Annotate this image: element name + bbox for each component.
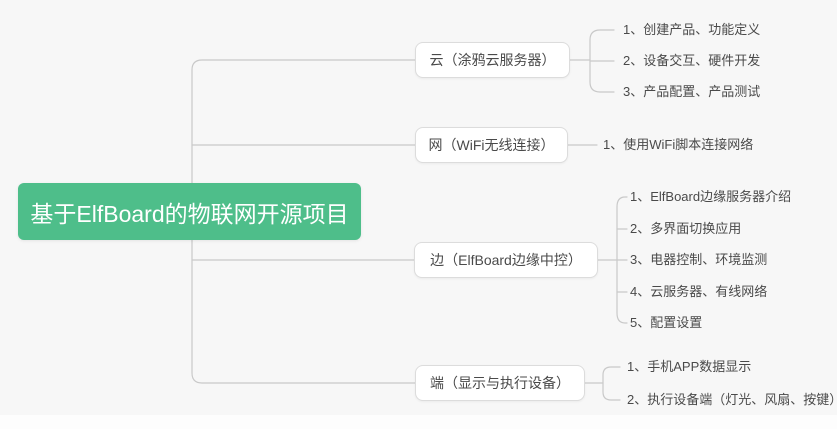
leaf-item-edge-4[interactable]: 4、云服务器、有线网络 [630, 284, 768, 299]
leaf-item-edge-1[interactable]: 1、ElfBoard边缘服务器介绍 [630, 189, 792, 204]
leaf-item-edge-2[interactable]: 2、多界面切换应用 [630, 221, 742, 236]
leaf-item-terminal-2[interactable]: 2、执行设备端（灯光、风扇、按键） [627, 392, 837, 407]
leaf-item-cloud-2[interactable]: 2、设备交互、硬件开发 [623, 53, 761, 68]
leaf-item-cloud-3[interactable]: 3、产品配置、产品测试 [623, 84, 761, 99]
leaf-item-cloud-1[interactable]: 1、创建产品、功能定义 [623, 22, 761, 37]
branch-node-terminal[interactable]: 端（显示与执行设备） [415, 365, 585, 401]
branch-node-edge[interactable]: 边（ElfBoard边缘中控） [414, 242, 598, 278]
leaf-item-edge-5[interactable]: 5、配置设置 [630, 315, 703, 330]
branch-node-network[interactable]: 网（WiFi无线连接） [415, 127, 568, 163]
bottom-edge-strip [0, 415, 837, 429]
leaf-item-network-1[interactable]: 1、使用WiFi脚本连接网络 [603, 137, 754, 152]
branch-node-cloud[interactable]: 云（涂鸦云服务器） [415, 42, 570, 78]
leaf-item-edge-3[interactable]: 3、电器控制、环境监测 [630, 252, 768, 267]
mindmap-root-node[interactable]: 基于ElfBoard的物联网开源项目 [18, 183, 361, 240]
leaf-item-terminal-1[interactable]: 1、手机APP数据显示 [627, 359, 752, 374]
